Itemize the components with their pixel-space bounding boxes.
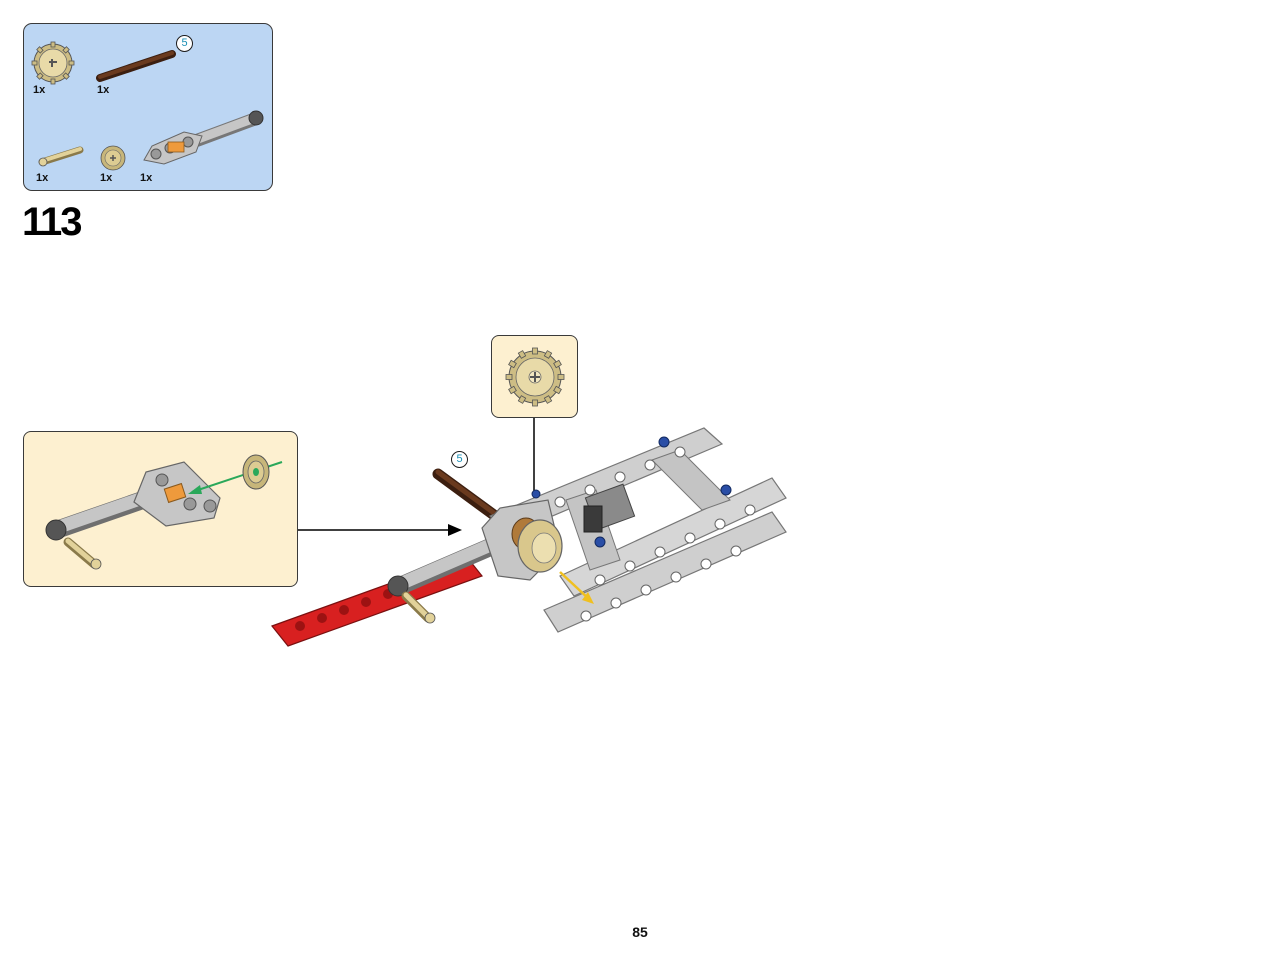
gear-20-tooth-icon: [31, 41, 75, 85]
gear-12-qty: 1x: [100, 172, 113, 184]
steering-arm-icon: [143, 110, 264, 165]
step-number: 113: [22, 200, 83, 244]
page-number: 85: [632, 924, 648, 940]
axle-brown-qty: 1x: [97, 84, 110, 96]
steering-arm-subassembly-icon: [45, 454, 283, 570]
gear-callout: [491, 335, 578, 418]
axle-pin-qty: 1x: [36, 172, 49, 184]
axle-pin-icon: [38, 146, 84, 167]
steering-arm-callout: [23, 431, 298, 587]
parts-list-box: 1x 5 1x 1x 1x 1x: [23, 23, 273, 191]
steering-arm-qty: 1x: [140, 172, 153, 184]
main-assembly-illustration: [271, 427, 787, 647]
axle-brown-icon: [96, 50, 176, 82]
gear-12-bevel-icon: [100, 145, 126, 171]
axle-length-badge: 5: [176, 35, 193, 52]
axle-length-badge: 5: [451, 451, 468, 468]
gear-20-tooth-icon: [505, 347, 565, 407]
gear-20-qty: 1x: [33, 84, 46, 96]
